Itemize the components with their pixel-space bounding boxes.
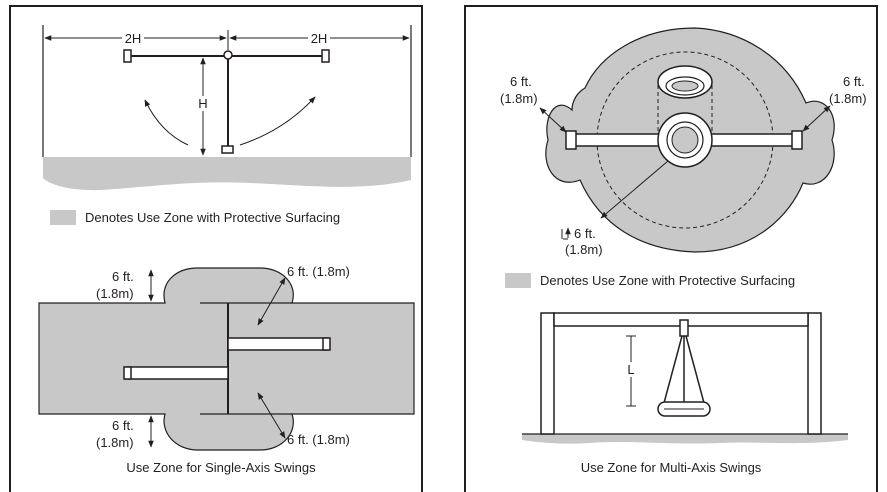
dim-top-right	[257, 277, 286, 326]
dim-bottom-left-line1: 6 ft.	[112, 418, 134, 433]
single-axis-top-view: 6 ft. (1.8m) 6 ft. (1.8m) 6 ft. (1.8m) 6…	[38, 264, 415, 451]
legend-swatch	[50, 210, 76, 225]
dim-label-h: H	[198, 96, 207, 111]
legend-left: Denotes Use Zone with Protective Surfaci…	[50, 210, 340, 225]
dim-right-multi-line1: 6 ft.	[843, 74, 865, 89]
pivot-point	[223, 50, 233, 60]
swing-seat-left	[125, 366, 229, 380]
caption-multi-axis: Use Zone for Multi-Axis Swings	[581, 460, 762, 475]
single-axis-side-view: 2H 2H H	[42, 25, 412, 191]
radius-line	[600, 160, 669, 219]
use-zone-area	[38, 267, 415, 451]
multi-axis-top-view: 6 ft. (1.8m) 6 ft. (1.8m) 6 ft. (1.8m)	[500, 27, 867, 257]
dim-label-l: L	[627, 362, 634, 377]
beam-end-left	[123, 49, 132, 63]
dim-label-2h-left: 2H	[125, 31, 142, 46]
dim-bottom-right-label: 6 ft. (1.8m)	[287, 432, 350, 447]
swing-seat	[221, 145, 234, 154]
caption-single-axis: Use Zone for Single-Axis Swings	[126, 460, 316, 475]
swing-arc-left	[144, 99, 189, 146]
dim-bottom-multi-line2: (1.8m)	[565, 242, 603, 257]
dim-right-multi-line2: (1.8m)	[829, 91, 867, 106]
swivel-hanger	[679, 319, 689, 337]
dim-left-multi-line1: 6 ft.	[510, 74, 532, 89]
frame-post-left	[540, 312, 555, 435]
tire-seat-upper-hole	[671, 80, 699, 92]
dim-top-left-line2: (1.8m)	[96, 286, 134, 301]
dim-left-multi-line2: (1.8m)	[500, 91, 538, 106]
frame-post-right	[807, 312, 822, 435]
dim-label-2h-right: 2H	[311, 31, 328, 46]
seat-end-right	[322, 337, 331, 351]
dim-bottom-left-line2: (1.8m)	[96, 435, 134, 450]
legend-text-right: Denotes Use Zone with Protective Surfaci…	[540, 273, 795, 288]
legend-right: Denotes Use Zone with Protective Surfaci…	[505, 273, 795, 288]
dim-bottom-multi-line1: 6 ft.	[574, 226, 596, 241]
beam-end-multi-right	[791, 130, 803, 150]
multi-axis-side-view: L	[522, 312, 848, 444]
beam-end-right	[321, 49, 330, 63]
dim-right-multi	[802, 105, 831, 132]
dim-top-right-label: 6 ft. (1.8m)	[287, 264, 350, 279]
seat-end-left	[123, 366, 132, 380]
ground-surface	[43, 157, 411, 191]
chain-right	[685, 335, 705, 404]
dim-top-left-line1: 6 ft.	[112, 269, 134, 284]
beam-end-multi-left	[565, 130, 577, 150]
swing-seat-right	[227, 337, 329, 351]
chain-left	[663, 335, 683, 404]
legend-swatch-right	[505, 273, 531, 288]
dim-left-multi	[539, 107, 567, 133]
legend-text: Denotes Use Zone with Protective Surfaci…	[85, 210, 340, 225]
ground-surface-right	[522, 434, 848, 444]
swing-arc-right	[239, 96, 316, 146]
dim-bottom-right	[257, 392, 286, 439]
tire-seat-lower-hole	[671, 126, 699, 154]
